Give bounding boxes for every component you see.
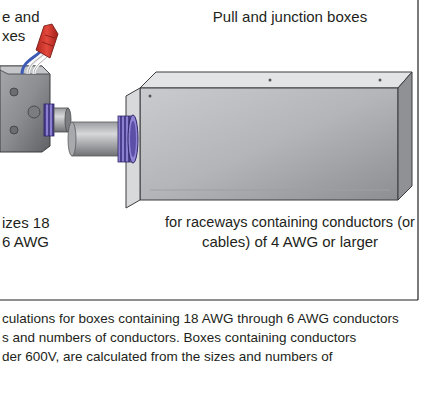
panel-heading: xes [2, 27, 25, 45]
size-note: cables) of 4 AWG or larger [202, 233, 378, 251]
body-text: s and numbers of conductors. Boxes conta… [2, 330, 356, 346]
body-text: der 600V, are calculated from the sizes … [2, 349, 332, 365]
conduit [68, 122, 122, 156]
body-text: culations for boxes containing 18 AWG th… [2, 311, 399, 327]
panel-heading: e and [2, 8, 40, 26]
size-note: 6 AWG [2, 233, 49, 251]
size-note: for raceways containing conductors (or [165, 214, 415, 231]
panel-border [0, 0, 418, 300]
panel-heading: Pull and junction boxes [213, 8, 367, 26]
size-note: izes 18 [2, 214, 50, 232]
pull-box [118, 72, 412, 208]
device-box [0, 24, 71, 152]
